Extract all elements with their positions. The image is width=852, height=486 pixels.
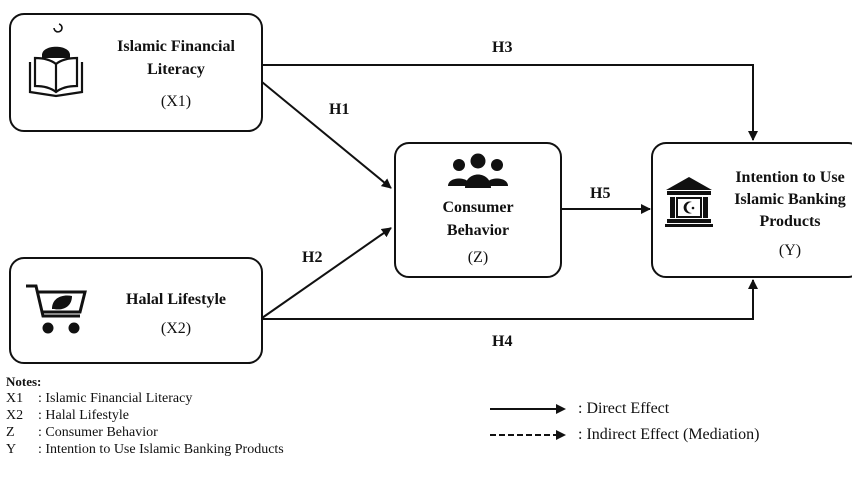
node-y-code: (Y)	[779, 242, 801, 259]
edge-label-h1: H1	[329, 101, 349, 118]
node-z-title-line2: Behavior	[447, 222, 509, 239]
note-text: : Consumer Behavior	[38, 425, 158, 440]
node-x1: Islamic Financial Literacy (X1)	[9, 13, 263, 132]
edge-label-h5: H5	[590, 185, 610, 202]
node-z-title-line1: Consumer	[442, 199, 513, 216]
notes-section: Notes: X1 : Islamic Financial Literacy X…	[6, 373, 284, 458]
edge-label-h3: H3	[492, 39, 512, 56]
edge-h4	[262, 279, 758, 320]
node-y-title-line3: Products	[759, 213, 820, 230]
note-key: X2	[6, 408, 24, 423]
node-x2: Halal Lifestyle (X2)	[9, 257, 263, 364]
edges	[261, 64, 758, 320]
dashed-arrow-icon	[490, 430, 566, 440]
node-x2-title: Halal Lifestyle	[126, 291, 226, 308]
solid-arrow-icon	[490, 404, 566, 414]
edge-h3	[262, 64, 758, 141]
node-y: Intention to Use Islamic Banking Product…	[651, 142, 852, 278]
node-y-title-line2: Islamic Banking	[734, 191, 846, 208]
edge-label-h2: H2	[302, 249, 322, 266]
edge-h1	[261, 81, 392, 189]
note-text: : Islamic Financial Literacy	[38, 391, 193, 406]
legend-direct: : Direct Effect	[488, 396, 759, 422]
node-x1-title-line1: Islamic Financial	[117, 38, 235, 55]
legend: : Direct Effect : Indirect Effect (Media…	[488, 396, 759, 448]
note-item-y: Y : Intention to Use Islamic Banking Pro…	[6, 441, 284, 458]
note-key: Z	[6, 425, 15, 440]
note-text: : Intention to Use Islamic Banking Produ…	[38, 442, 284, 457]
node-y-title-line1: Intention to Use	[735, 169, 844, 186]
notes-title: Notes:	[6, 374, 42, 389]
bank-crescent-icon	[665, 177, 713, 227]
note-text: : Halal Lifestyle	[38, 408, 129, 423]
edge-label-h4: H4	[492, 333, 512, 350]
node-x1-title-line2: Literacy	[147, 61, 205, 78]
users-group-icon	[448, 153, 508, 188]
note-key: Y	[6, 442, 17, 457]
legend-direct-label: : Direct Effect	[578, 400, 670, 417]
node-z: Consumer Behavior (Z)	[394, 142, 562, 278]
node-x2-code: (X2)	[161, 320, 191, 337]
node-x1-code: (X1)	[161, 93, 191, 110]
legend-indirect-label: : Indirect Effect (Mediation)	[578, 426, 760, 443]
note-item-x1: X1 : Islamic Financial Literacy	[6, 390, 284, 407]
note-item-z: Z : Consumer Behavior	[6, 424, 284, 441]
note-item-x2: X2 : Halal Lifestyle	[6, 407, 284, 424]
shopping-cart-leaf-icon	[26, 284, 87, 334]
legend-indirect: : Indirect Effect (Mediation)	[488, 422, 759, 448]
node-z-code: (Z)	[468, 249, 488, 266]
book-mosque-icon	[28, 23, 84, 98]
note-key: X1	[6, 391, 24, 406]
edge-h2	[261, 227, 392, 319]
